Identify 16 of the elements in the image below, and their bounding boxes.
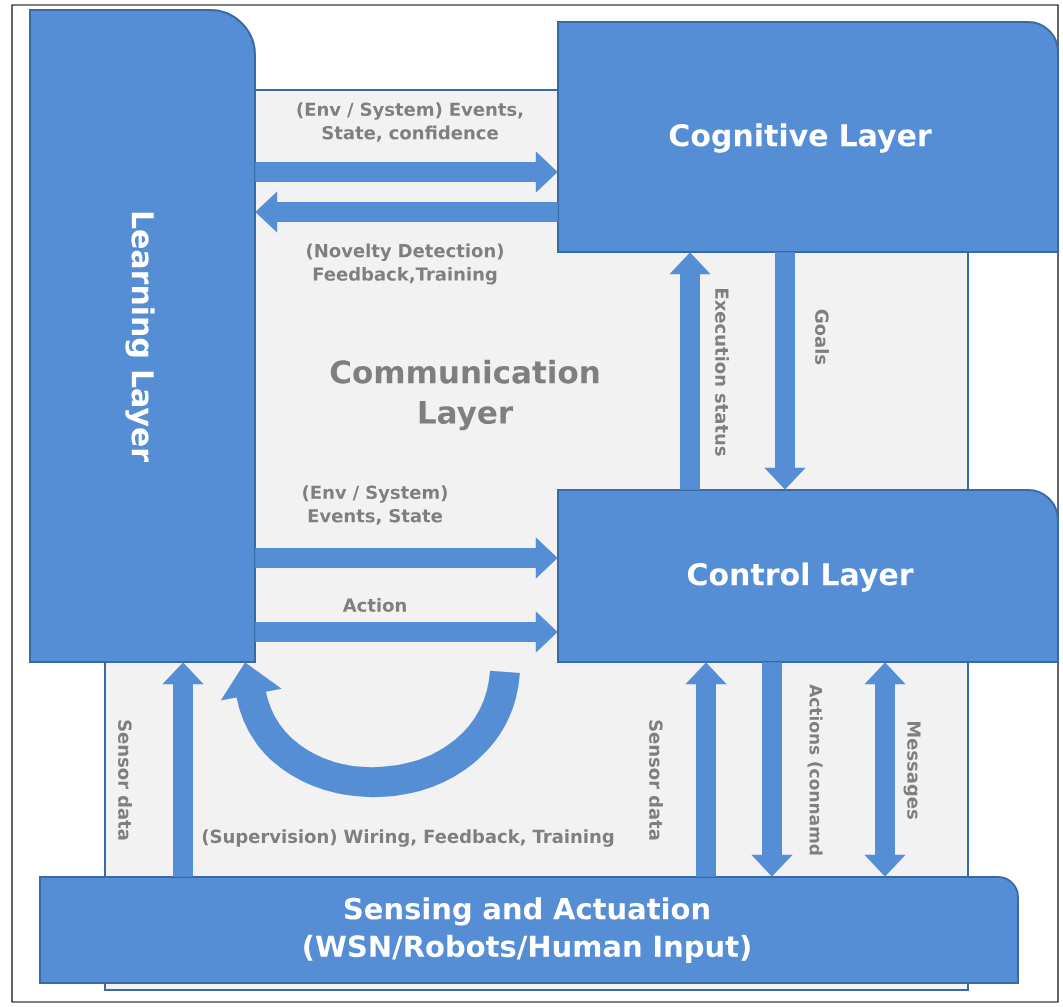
layer-box: Sensing and Actuation (WSN/Robots/Human Input) [39,876,1019,984]
edge-label: Action [342,598,406,612]
edge-label: Execution status [715,289,729,456]
edge-label: (Novelty Detection) Feedback,Training [307,243,503,285]
edge-label: Sensor data [118,720,132,840]
edge-label: (Supervision) Wiring, Feedback, Training [202,829,614,847]
edge-label: Messages [903,721,921,819]
layer-box: Cognitive Layer [557,21,1059,253]
edge-label: (Env / System) Events, State [303,485,447,525]
edge-label: (Env / System) Events, State, confidence [297,102,523,142]
layer-title: Communication Layer [330,359,599,431]
edge-label: Actions (connamd [807,684,823,855]
edge-label: Sensor data [649,720,663,840]
edge-label: Goals [815,309,829,365]
layer-box: Control Layer [557,489,1059,663]
layer-box: Learning Layer [29,9,256,663]
